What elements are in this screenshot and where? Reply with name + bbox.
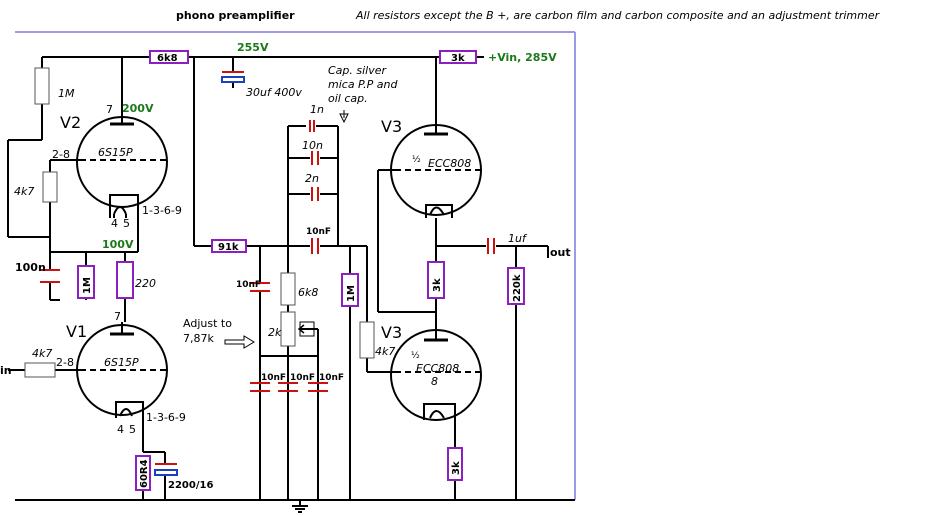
tube-v2-name: V2 <box>60 113 81 132</box>
trimmer-wiper-arrow <box>297 324 312 334</box>
header-note: All resistors except the B +, are carbon… <box>355 9 881 22</box>
tube-v3-lower: V3 ½ ECC808 8 <box>381 323 482 421</box>
label-91k: 91k <box>218 242 239 253</box>
resistor-3k-bot <box>447 447 463 481</box>
label-1n: 1n <box>310 103 324 116</box>
tube-v2-pin-cathode: 1-3-6-9 <box>142 204 182 217</box>
ground-symbol <box>292 505 308 513</box>
resistor-220 <box>116 261 134 299</box>
tube-v2: V2 7 2-8 6S15P 1-3-6-9 4 5 <box>52 103 182 230</box>
label-3k-bot: 3k <box>451 461 462 475</box>
tube-v1-pin-h2: 5 <box>129 423 136 436</box>
input-label: in <box>0 364 12 377</box>
label-6k8-top: 6k8 <box>157 53 178 64</box>
label-6k8-mid: 6k8 <box>298 286 318 299</box>
tube-v2-pin-plate: 7 <box>106 103 113 116</box>
resistor-4k7-mid <box>359 321 375 359</box>
tube-v3a-name: V3 <box>381 117 402 136</box>
adjust-note: Adjust to 7,87k <box>183 317 232 345</box>
resistor-carbon-bodies <box>24 67 375 378</box>
trimmer-wiper <box>299 321 315 337</box>
resistor-4k7-in <box>24 362 56 378</box>
resistor-4k7-left <box>42 171 58 203</box>
tube-v3b-pin: 8 <box>431 375 438 388</box>
cap-note-arrow <box>339 110 349 124</box>
resistor-60R4 <box>135 455 151 491</box>
tube-v1-type: 6S15P <box>104 356 139 369</box>
tube-v3b-name: V3 <box>381 323 402 342</box>
label-1M-mid: 1M <box>346 285 357 302</box>
tube-v1-pin-cathode: 1-3-6-9 <box>146 411 186 424</box>
label-2k: 2k <box>268 326 282 339</box>
label-4k7-in: 4k7 <box>32 347 52 360</box>
tube-v2-pin-grid: 2-8 <box>52 148 70 161</box>
output-label: out <box>550 246 571 259</box>
label-60R4: 60R4 <box>139 459 150 488</box>
label-2n: 2n <box>305 172 319 185</box>
resistor-3k-top <box>439 50 477 64</box>
resistor-3k-mid <box>427 261 445 299</box>
label-10nF-a: 10nF <box>261 373 286 383</box>
electrolytic-caps <box>154 71 245 476</box>
tube-v1-pin-plate: 7 <box>114 310 121 323</box>
tube-v2-pin-h1: 4 <box>111 217 118 230</box>
label-200v: 200V <box>122 102 154 115</box>
label-3k-top: 3k <box>451 53 465 64</box>
label-10nF-b: 10nF <box>290 373 315 383</box>
resistor-220k <box>507 267 525 305</box>
label-vin: +Vin, 285V <box>488 51 557 64</box>
label-10nF-series: 10nF <box>306 227 331 237</box>
resistor-91k <box>211 239 247 253</box>
resistor-1M-mid <box>341 273 359 307</box>
label-2200: 2200/16 <box>168 480 213 491</box>
label-1uf: 1uf <box>508 232 528 245</box>
label-1M-v2cath: 1M <box>82 277 93 294</box>
label-100v: 100V <box>102 238 134 251</box>
tube-v3b-type: ECC808 <box>416 362 459 375</box>
tube-v2-pin-h2: 5 <box>123 217 130 230</box>
label-100n: 100n <box>15 261 46 274</box>
label-10nF-c: 10nF <box>319 373 344 383</box>
resistor-1M-v2cath <box>77 265 95 299</box>
label-10nF-shunt: 10nF <box>236 280 261 290</box>
label-10n: 10n <box>302 139 323 152</box>
tube-v3a-type: ECC808 <box>428 157 471 170</box>
resistor-bodies <box>77 50 525 491</box>
wires <box>7 56 575 506</box>
label-1M-left: 1M <box>58 87 75 100</box>
tube-v3a-half: ½ <box>412 155 421 165</box>
label-3k-mid: 3k <box>432 278 443 292</box>
resistor-6k8-top <box>149 50 189 64</box>
label-4k7-mid: 4k7 <box>375 345 395 358</box>
capacitor-plates <box>40 120 495 392</box>
label-4k7-left: 4k7 <box>14 185 34 198</box>
tube-v1: V1 7 2-8 6S15P 1-3-6-9 4 5 <box>56 310 186 436</box>
label-255v: 255V <box>237 41 269 54</box>
page-title: phono preamplifier <box>176 9 295 22</box>
tube-v1-pin-h1: 4 <box>117 423 124 436</box>
tube-v2-type: 6S15P <box>98 146 133 159</box>
adjust-arrow <box>224 335 255 349</box>
resistor-6k8-mid <box>280 272 296 306</box>
label-220: 220 <box>135 277 156 290</box>
tube-v3b-half: ½ <box>411 351 420 361</box>
resistor-2k-trimmer <box>280 311 296 347</box>
tube-v3-upper: V3 ½ ECC808 <box>381 117 482 218</box>
label-220k: 220k <box>512 274 523 302</box>
page-frame <box>15 31 576 500</box>
tube-v1-name: V1 <box>66 322 87 341</box>
tube-v1-pin-grid: 2-8 <box>56 356 74 369</box>
label-30uf: 30uf 400v <box>246 86 302 99</box>
resistor-1M-left <box>34 67 50 105</box>
cap-note: Cap. silver mica P.P and oil cap. <box>328 64 398 105</box>
